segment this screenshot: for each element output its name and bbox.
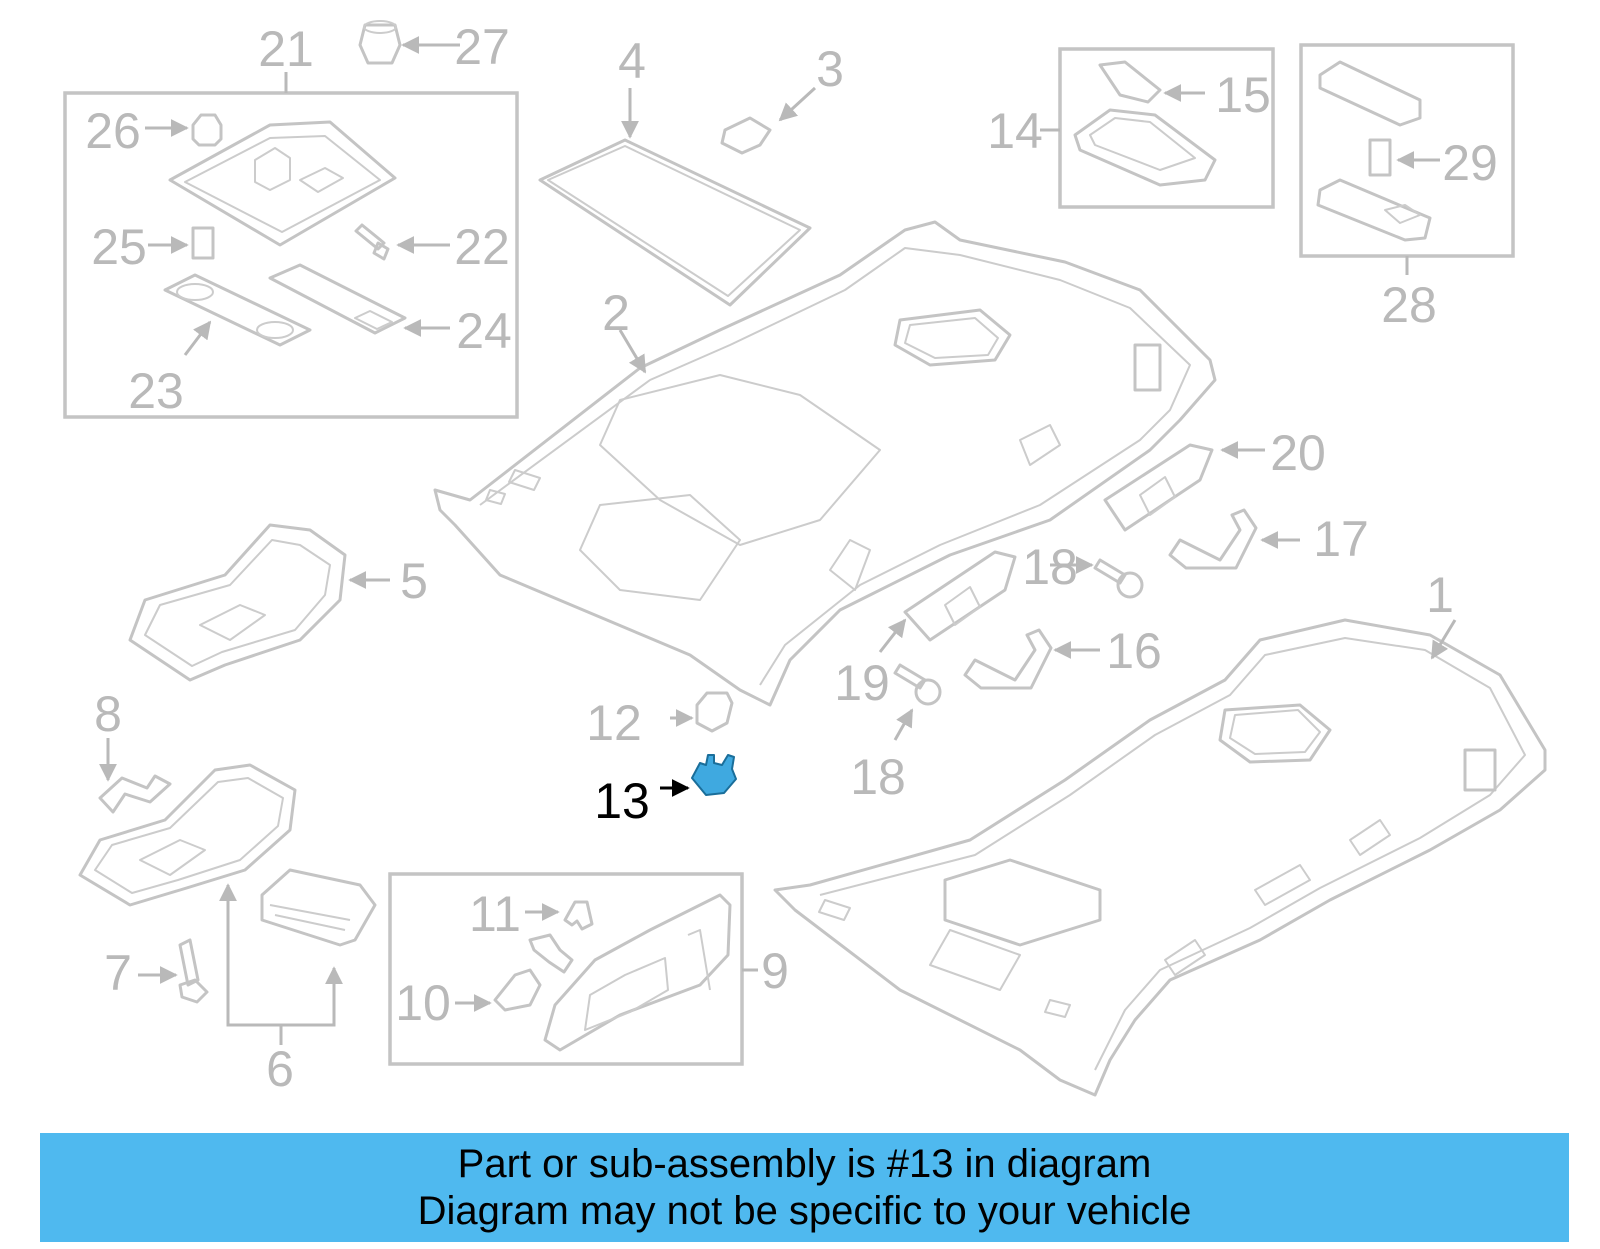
part-22-screw — [354, 223, 390, 261]
label-7: 7 — [104, 945, 132, 1001]
label-8: 8 — [94, 686, 122, 742]
part-4-panel — [538, 88, 812, 307]
part-28-housing — [1316, 178, 1432, 242]
part-1-headliner — [773, 618, 1547, 1097]
label-3: 3 — [816, 41, 844, 97]
part-20-bracket — [1103, 441, 1265, 532]
label-5: 5 — [400, 553, 428, 609]
label-26: 26 — [85, 103, 141, 159]
part-23-lens — [163, 273, 312, 347]
part-29-bulb — [1368, 138, 1392, 177]
label-29: 29 — [1442, 135, 1498, 191]
label-18-upper: 18 — [1022, 539, 1078, 595]
part-25-bulb — [191, 226, 215, 260]
box-9 — [388, 872, 758, 1066]
part-27-plug — [358, 20, 460, 65]
part-12-clip — [670, 691, 734, 733]
label-20: 20 — [1270, 425, 1326, 481]
label-9: 9 — [761, 943, 789, 999]
part-6-console — [78, 763, 377, 1045]
banner-line-2: Diagram may not be specific to your vehi… — [417, 1188, 1192, 1233]
info-banner: Part or sub-assembly is #13 in diagram D… — [40, 1133, 1569, 1242]
box-14 — [1040, 47, 1275, 209]
label-24: 24 — [456, 303, 512, 359]
banner-line-1: Part or sub-assembly is #13 in diagram — [457, 1141, 1152, 1186]
label-2: 2 — [602, 285, 630, 341]
label-15: 15 — [1215, 67, 1271, 123]
label-18-lower: 18 — [850, 749, 906, 805]
part-24-lens — [268, 263, 407, 335]
part-7-screw — [138, 938, 209, 1004]
label-14: 14 — [987, 103, 1043, 159]
label-28: 28 — [1381, 277, 1437, 333]
part-26-clip — [191, 113, 223, 147]
part-15-lens — [1098, 60, 1162, 104]
label-10: 10 — [395, 975, 451, 1031]
label-12: 12 — [586, 695, 642, 751]
part-28-lens — [1318, 60, 1422, 127]
part-18-clips — [893, 556, 1144, 741]
box-28 — [1299, 43, 1515, 275]
label-16: 16 — [1106, 623, 1162, 679]
label-13: 13 — [594, 773, 650, 829]
part-3-pad — [720, 86, 817, 155]
label-6: 6 — [266, 1041, 294, 1097]
box-21 — [63, 72, 519, 419]
part-5-console — [128, 523, 390, 682]
label-1: 1 — [1426, 567, 1454, 623]
label-21: 21 — [258, 21, 314, 77]
part-17-handle — [1168, 508, 1300, 570]
label-23: 23 — [128, 363, 184, 419]
label-4: 4 — [618, 33, 646, 89]
part-19-bracket — [878, 550, 1017, 653]
part-8-bracket — [98, 738, 172, 814]
dome-light-housing — [168, 120, 397, 247]
part-2-headliner — [433, 220, 1217, 707]
callout-labels: 1 2 3 4 5 6 7 8 9 10 11 12 13 14 15 16 1… — [85, 19, 1498, 1097]
label-19: 19 — [834, 655, 890, 711]
part-13-clip — [660, 754, 737, 797]
label-11: 11 — [469, 886, 521, 942]
label-22: 22 — [454, 219, 510, 275]
label-27: 27 — [454, 19, 510, 75]
label-17: 17 — [1313, 511, 1369, 567]
label-25: 25 — [91, 219, 147, 275]
part-16-handle — [963, 628, 1100, 690]
